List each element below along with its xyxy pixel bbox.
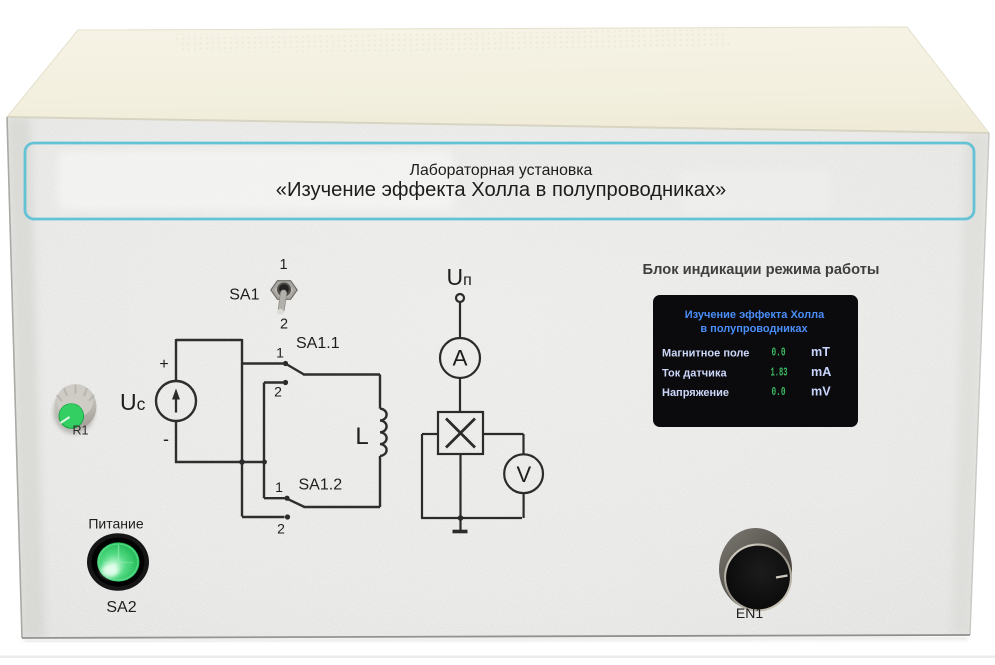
svg-text:Блок индикации режима работы: Блок индикации режима работы — [643, 262, 880, 278]
svg-text:1: 1 — [276, 345, 284, 361]
svg-text:2: 2 — [277, 521, 285, 537]
svg-text:mT: mT — [811, 345, 830, 359]
svg-text:0.0: 0.0 — [772, 385, 786, 399]
svg-text:+: + — [159, 356, 168, 373]
svg-text:SA1.2: SA1.2 — [299, 477, 343, 494]
svg-text:в полупроводниках: в полупроводниках — [700, 323, 808, 335]
svg-text:0.0: 0.0 — [772, 346, 786, 360]
svg-text:2: 2 — [274, 384, 282, 400]
svg-text:V: V — [516, 462, 531, 487]
svg-text:Питание: Питание — [88, 516, 143, 532]
svg-text:mV: mV — [811, 385, 831, 399]
svg-text:Изучение эффекта Холла: Изучение эффекта Холла — [685, 309, 825, 321]
svg-text:Магнитное поле: Магнитное поле — [662, 348, 749, 360]
svg-text:1: 1 — [275, 479, 283, 495]
svg-text:SA2: SA2 — [106, 599, 136, 616]
svg-text:SA1: SA1 — [229, 287, 259, 304]
svg-text:Напряжение: Напряжение — [662, 387, 729, 399]
svg-text:2: 2 — [280, 317, 288, 333]
svg-text:Uс: Uс — [120, 389, 146, 415]
svg-text:Ток датчика: Ток датчика — [662, 368, 727, 380]
svg-text:1.83: 1.83 — [771, 366, 788, 380]
svg-text:R1: R1 — [73, 424, 89, 438]
svg-text:«Изучение эффекта Холла в полу: «Изучение эффекта Холла в полупроводника… — [276, 179, 727, 201]
svg-text:mA: mA — [811, 365, 831, 379]
svg-text:1: 1 — [279, 257, 287, 273]
svg-text:-: - — [163, 429, 169, 449]
svg-text:A: A — [452, 346, 467, 371]
svg-text:SA1.1: SA1.1 — [296, 335, 340, 352]
svg-text:Лабораторная установка: Лабораторная установка — [410, 162, 593, 179]
svg-text:EN1: EN1 — [736, 605, 763, 621]
svg-text:L: L — [355, 423, 368, 450]
